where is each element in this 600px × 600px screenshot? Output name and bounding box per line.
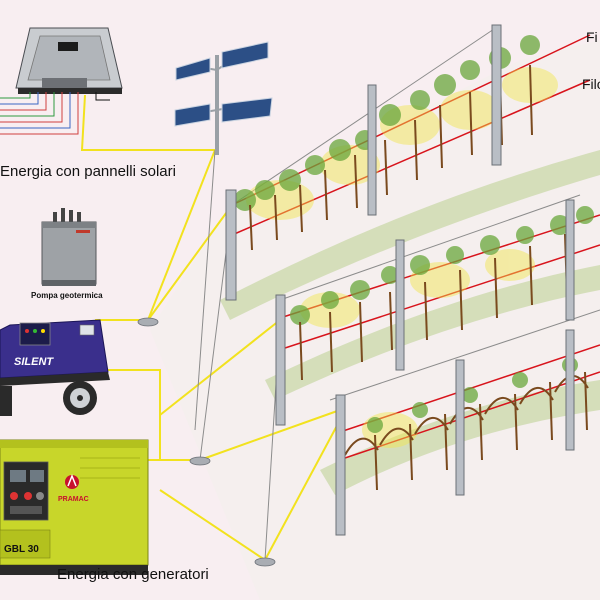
wire-4 <box>231 24 501 206</box>
feed-line-3 <box>147 204 233 321</box>
pump-brand-mark <box>76 230 90 233</box>
solar-pole <box>215 55 219 155</box>
genset-model-label: GBL 30 <box>4 544 39 555</box>
mobile-generator: SILENT <box>0 319 110 416</box>
genset-brand-label: PRAMAC <box>58 496 89 503</box>
solar-panel-3 <box>174 103 211 127</box>
wire-6 <box>329 309 600 401</box>
post-bottom-left <box>335 394 346 536</box>
feed-line-7 <box>159 489 266 561</box>
silent-label: SILENT <box>14 356 54 368</box>
post-bottom-center <box>455 359 465 496</box>
geothermal-pump <box>41 208 97 286</box>
trellis-wire-second-label: Filo <box>582 76 600 92</box>
wire-5 <box>279 194 581 301</box>
post-top-mid <box>367 84 377 216</box>
vineyard-hillside <box>150 40 600 600</box>
generator-energy-label: Energia con generatori <box>57 566 209 583</box>
solar-energy-label: Energia con pannelli solari <box>0 163 176 180</box>
vine-trunks <box>249 64 589 491</box>
feed-line-1 <box>147 149 216 321</box>
trellis-wire-top-label: Fi <box>586 29 598 45</box>
ground-anchors <box>137 317 276 567</box>
solar-panel-1 <box>175 57 211 81</box>
feed-line-8 <box>264 419 341 561</box>
inverter-cables <box>0 92 110 135</box>
stationary-genset: GBL 30 PRAMAC <box>0 439 149 575</box>
solar-feed-line <box>80 94 215 151</box>
ground-strip-middle <box>265 265 600 400</box>
post-mid-center <box>395 239 405 371</box>
post-bottom-right <box>565 329 575 451</box>
post-mid-right <box>565 199 575 321</box>
solar-panel-assembly <box>174 41 273 155</box>
solar-inverter <box>15 27 123 94</box>
geothermal-pump-label: Pompa geotermica <box>31 291 103 300</box>
trellis-posts <box>225 24 575 536</box>
feed-line-4 <box>159 319 281 416</box>
control-panel <box>19 322 51 346</box>
ground-strip-top <box>220 150 600 320</box>
trellis-wire-4 <box>284 244 600 349</box>
post-mid-left <box>275 294 286 426</box>
feed-line-6 <box>199 409 341 461</box>
inverter-display <box>58 42 78 51</box>
solar-panel-4 <box>221 97 273 123</box>
post-top-left <box>225 189 237 301</box>
solar-panel-2 <box>221 41 269 69</box>
post-top-right <box>491 24 502 166</box>
wire-1 <box>194 149 216 431</box>
